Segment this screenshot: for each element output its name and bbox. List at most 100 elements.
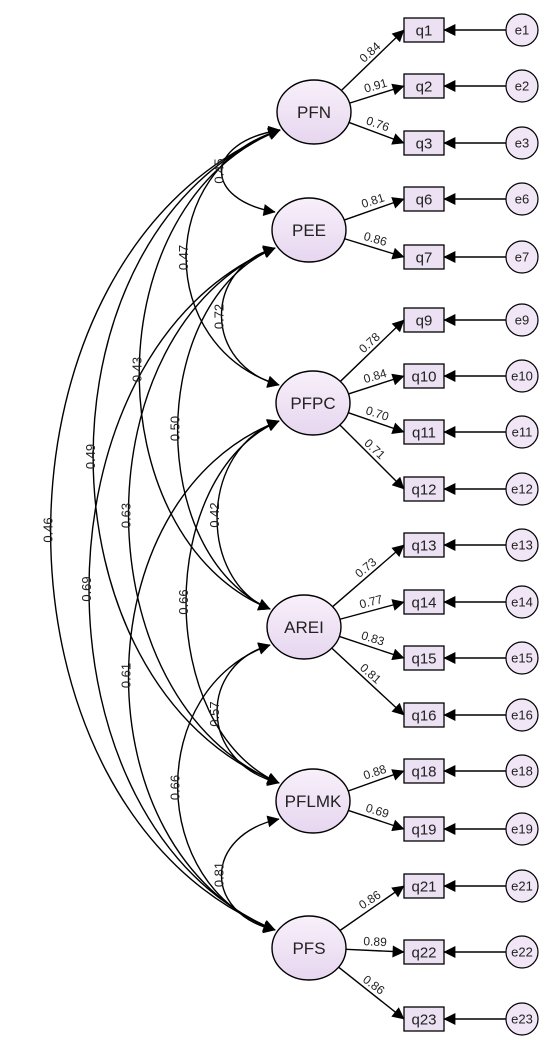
indicator-label-q19: q19: [411, 822, 436, 839]
error-circle-e3: [505, 126, 539, 160]
indicator-q19: q19: [403, 816, 445, 842]
error-label-e12: e12: [511, 482, 533, 497]
factor-ellipse-pfn: [276, 79, 352, 145]
error-label-e23: e23: [511, 1012, 533, 1027]
loading-edge-q23: [338, 966, 405, 1020]
indicator-box-q9: [403, 307, 445, 333]
correlation-arc-pee-arei: [177, 246, 276, 610]
loading-edge-q1: [340, 29, 405, 91]
factor-ellipse-pee: [271, 197, 347, 263]
correlation-value-pfn-pee: 0.45: [212, 158, 227, 183]
correlation-arc-arei-pfs: [176, 643, 276, 933]
loading-value-q7: 0.86: [362, 229, 389, 249]
indicator-box-q15: [403, 645, 445, 671]
error-term-e9: e9: [505, 303, 539, 337]
indicator-label-q16: q16: [411, 708, 436, 725]
indicator-label-q2: q2: [416, 79, 433, 96]
loading-value-q22: 0.89: [363, 934, 387, 949]
error-label-e19: e19: [511, 822, 533, 837]
error-label-e16: e16: [511, 708, 533, 723]
indicator-label-q23: q23: [411, 1012, 436, 1029]
factor-label-pee: PEE: [292, 221, 326, 240]
error-label-e1: e1: [515, 23, 529, 38]
error-circle-e1: [505, 13, 539, 47]
correlation-arc-pfn-pee: [221, 125, 281, 216]
correlation-value-pee-pfs: 0.69: [79, 576, 94, 601]
indicator-box-q6: [403, 186, 445, 212]
factor-label-pfpc: PFPC: [290, 394, 335, 413]
error-term-e23: e23: [505, 1002, 539, 1036]
loading-edge-q11: [348, 412, 405, 434]
error-label-e14: e14: [511, 595, 533, 610]
correlation-arc-pee-pfpc: [220, 245, 280, 388]
error-circle-e2: [505, 69, 539, 103]
error-circle-e23: [505, 1002, 539, 1036]
correlation-value-pfpc-pfs: 0.61: [119, 663, 134, 688]
error-term-e21: e21: [505, 869, 539, 903]
correlation-arc-pflmk-pfs: [220, 815, 280, 934]
error-circle-e9: [505, 303, 539, 337]
error-term-e2: e2: [505, 69, 539, 103]
correlation-value-pfn-pfs: 0.46: [41, 517, 56, 542]
indicator-q1: q1: [403, 17, 445, 43]
factor-label-pfn: PFN: [297, 103, 331, 122]
error-circle-e10: [505, 359, 539, 393]
indicator-label-q9: q9: [416, 313, 433, 330]
factor-ellipse-pflmk: [275, 768, 351, 834]
error-label-e22: e22: [511, 945, 533, 960]
loading-value-q3: 0.76: [364, 114, 391, 135]
loading-edge-q3: [348, 121, 405, 145]
error-circle-e12: [505, 472, 539, 506]
error-circle-e18: [505, 754, 539, 788]
correlation-arc-pfpc-pflmk: [185, 420, 280, 784]
indicator-q13: q13: [403, 532, 445, 558]
indicator-q16: q16: [403, 702, 445, 728]
error-term-e15: e15: [505, 641, 539, 675]
error-term-e14: e14: [505, 585, 539, 619]
indicator-label-q11: q11: [412, 425, 436, 442]
indicator-label-q6: q6: [416, 192, 433, 209]
correlation-arc-pfn-pfpc: [185, 127, 281, 388]
loading-edge-layer: [331, 24, 506, 1025]
indicator-box-q12: [403, 476, 445, 502]
indicator-q18: q18: [403, 758, 445, 784]
indicator-label-q14: q14: [411, 595, 436, 612]
label-layer: 0.450.470.430.490.460.720.500.630.690.42…: [41, 39, 392, 998]
indicator-q22: q22: [403, 939, 445, 965]
loading-edge-q12: [339, 424, 405, 490]
factor-arei: AREI: [266, 594, 342, 660]
correlation-value-arei-pflmk: 0.57: [207, 701, 222, 726]
error-circle-e16: [505, 698, 539, 732]
error-label-e13: e13: [511, 538, 533, 553]
error-label-e2: e2: [515, 79, 529, 94]
error-circle-e11: [505, 415, 539, 449]
error-circle-e13: [505, 528, 539, 562]
factor-pfpc: PFPC: [275, 370, 351, 436]
indicator-box-q13: [403, 532, 445, 558]
indicator-label-q13: q13: [411, 538, 436, 555]
factor-label-pflmk: PFLMK: [285, 792, 342, 811]
indicator-box-q23: [403, 1006, 445, 1032]
loading-value-q10: 0.84: [362, 366, 389, 386]
factor-ellipse-pfpc: [275, 370, 351, 436]
error-label-e7: e7: [515, 250, 529, 265]
loading-value-q6: 0.81: [360, 190, 387, 211]
factor-pee: PEE: [271, 197, 347, 263]
loading-edge-q7: [344, 238, 405, 260]
loading-value-q11: 0.70: [364, 403, 391, 424]
correlation-value-pfpc-arei: 0.42: [207, 502, 222, 527]
indicator-label-q12: q12: [411, 482, 436, 499]
factor-label-arei: AREI: [284, 618, 324, 637]
correlation-value-pflmk-pfs: 0.81: [212, 862, 227, 887]
error-label-e15: e15: [511, 651, 533, 666]
error-label-e21: e21: [511, 879, 533, 894]
error-term-e11: e11: [505, 415, 539, 449]
indicator-q6: q6: [403, 186, 445, 212]
error-label-e3: e3: [515, 136, 529, 151]
correlation-value-pfn-pfpc: 0.47: [176, 245, 191, 270]
factor-pflmk: PFLMK: [275, 768, 351, 834]
indicator-box-q10: [403, 363, 445, 389]
factor-pfs: PFS: [271, 915, 347, 981]
indicator-box-q2: [403, 73, 445, 99]
